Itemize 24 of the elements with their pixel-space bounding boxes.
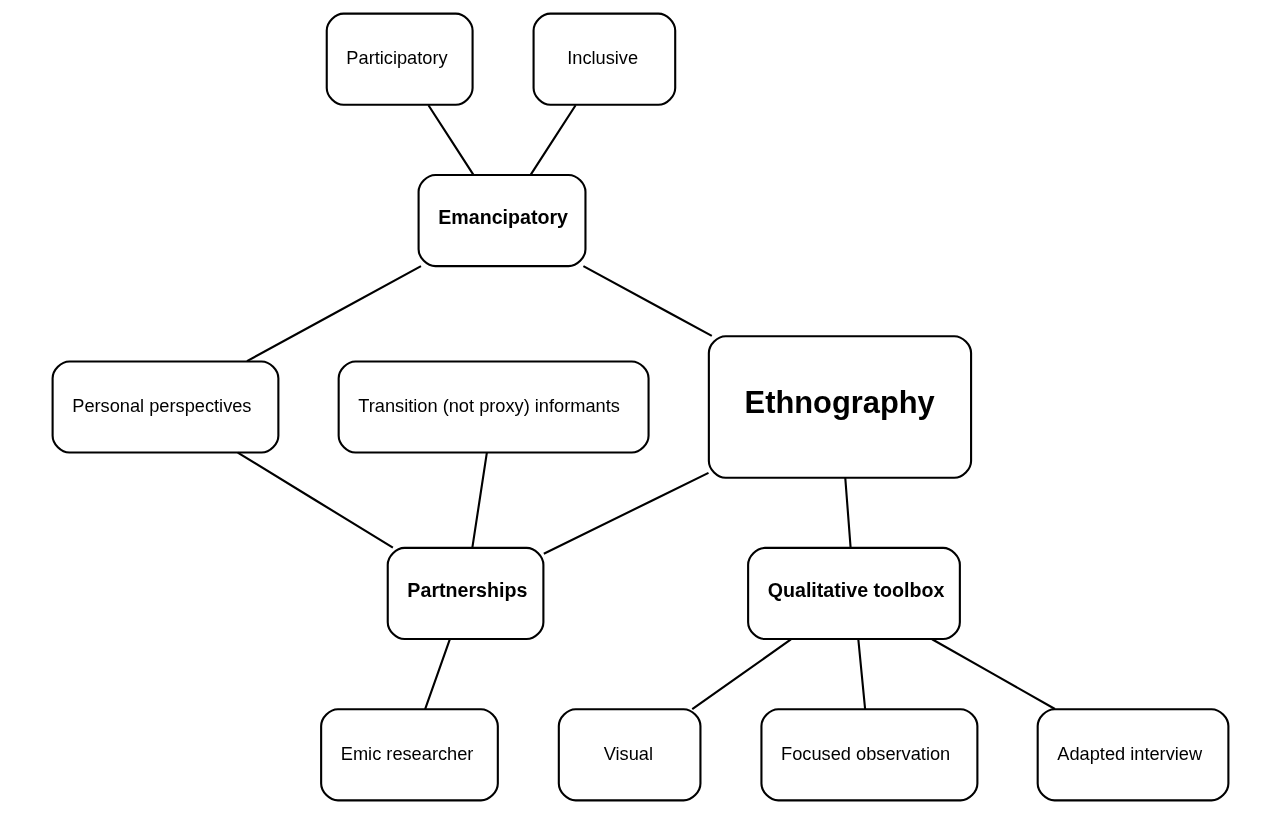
connector: [691, 638, 791, 710]
node-box: Qualitative toolbox: [746, 546, 961, 641]
node-box: Participatory: [325, 12, 474, 106]
node-box: Emancipatory: [417, 173, 586, 268]
connector: [542, 471, 709, 555]
node-box: Emic researcher: [319, 708, 499, 802]
connector: [529, 104, 576, 176]
connector: [931, 638, 1055, 710]
connector: [843, 477, 852, 548]
connector: [582, 265, 712, 337]
node-box: Inclusive: [532, 12, 676, 106]
node-box: Transition (not proxy) informants: [337, 360, 650, 454]
node-box: Ethnography: [707, 335, 972, 479]
connector: [470, 452, 488, 548]
node-box: Partnerships: [386, 546, 544, 641]
node-box: Personal perspectives: [51, 360, 279, 454]
node-box: Adapted interview: [1036, 708, 1229, 802]
connector: [427, 104, 474, 176]
connector: [246, 265, 421, 363]
connector: [423, 639, 451, 710]
node-box: Focused observation: [759, 708, 978, 802]
connector: [236, 451, 393, 549]
connector: [856, 639, 866, 710]
node-box: Visual: [557, 708, 701, 802]
